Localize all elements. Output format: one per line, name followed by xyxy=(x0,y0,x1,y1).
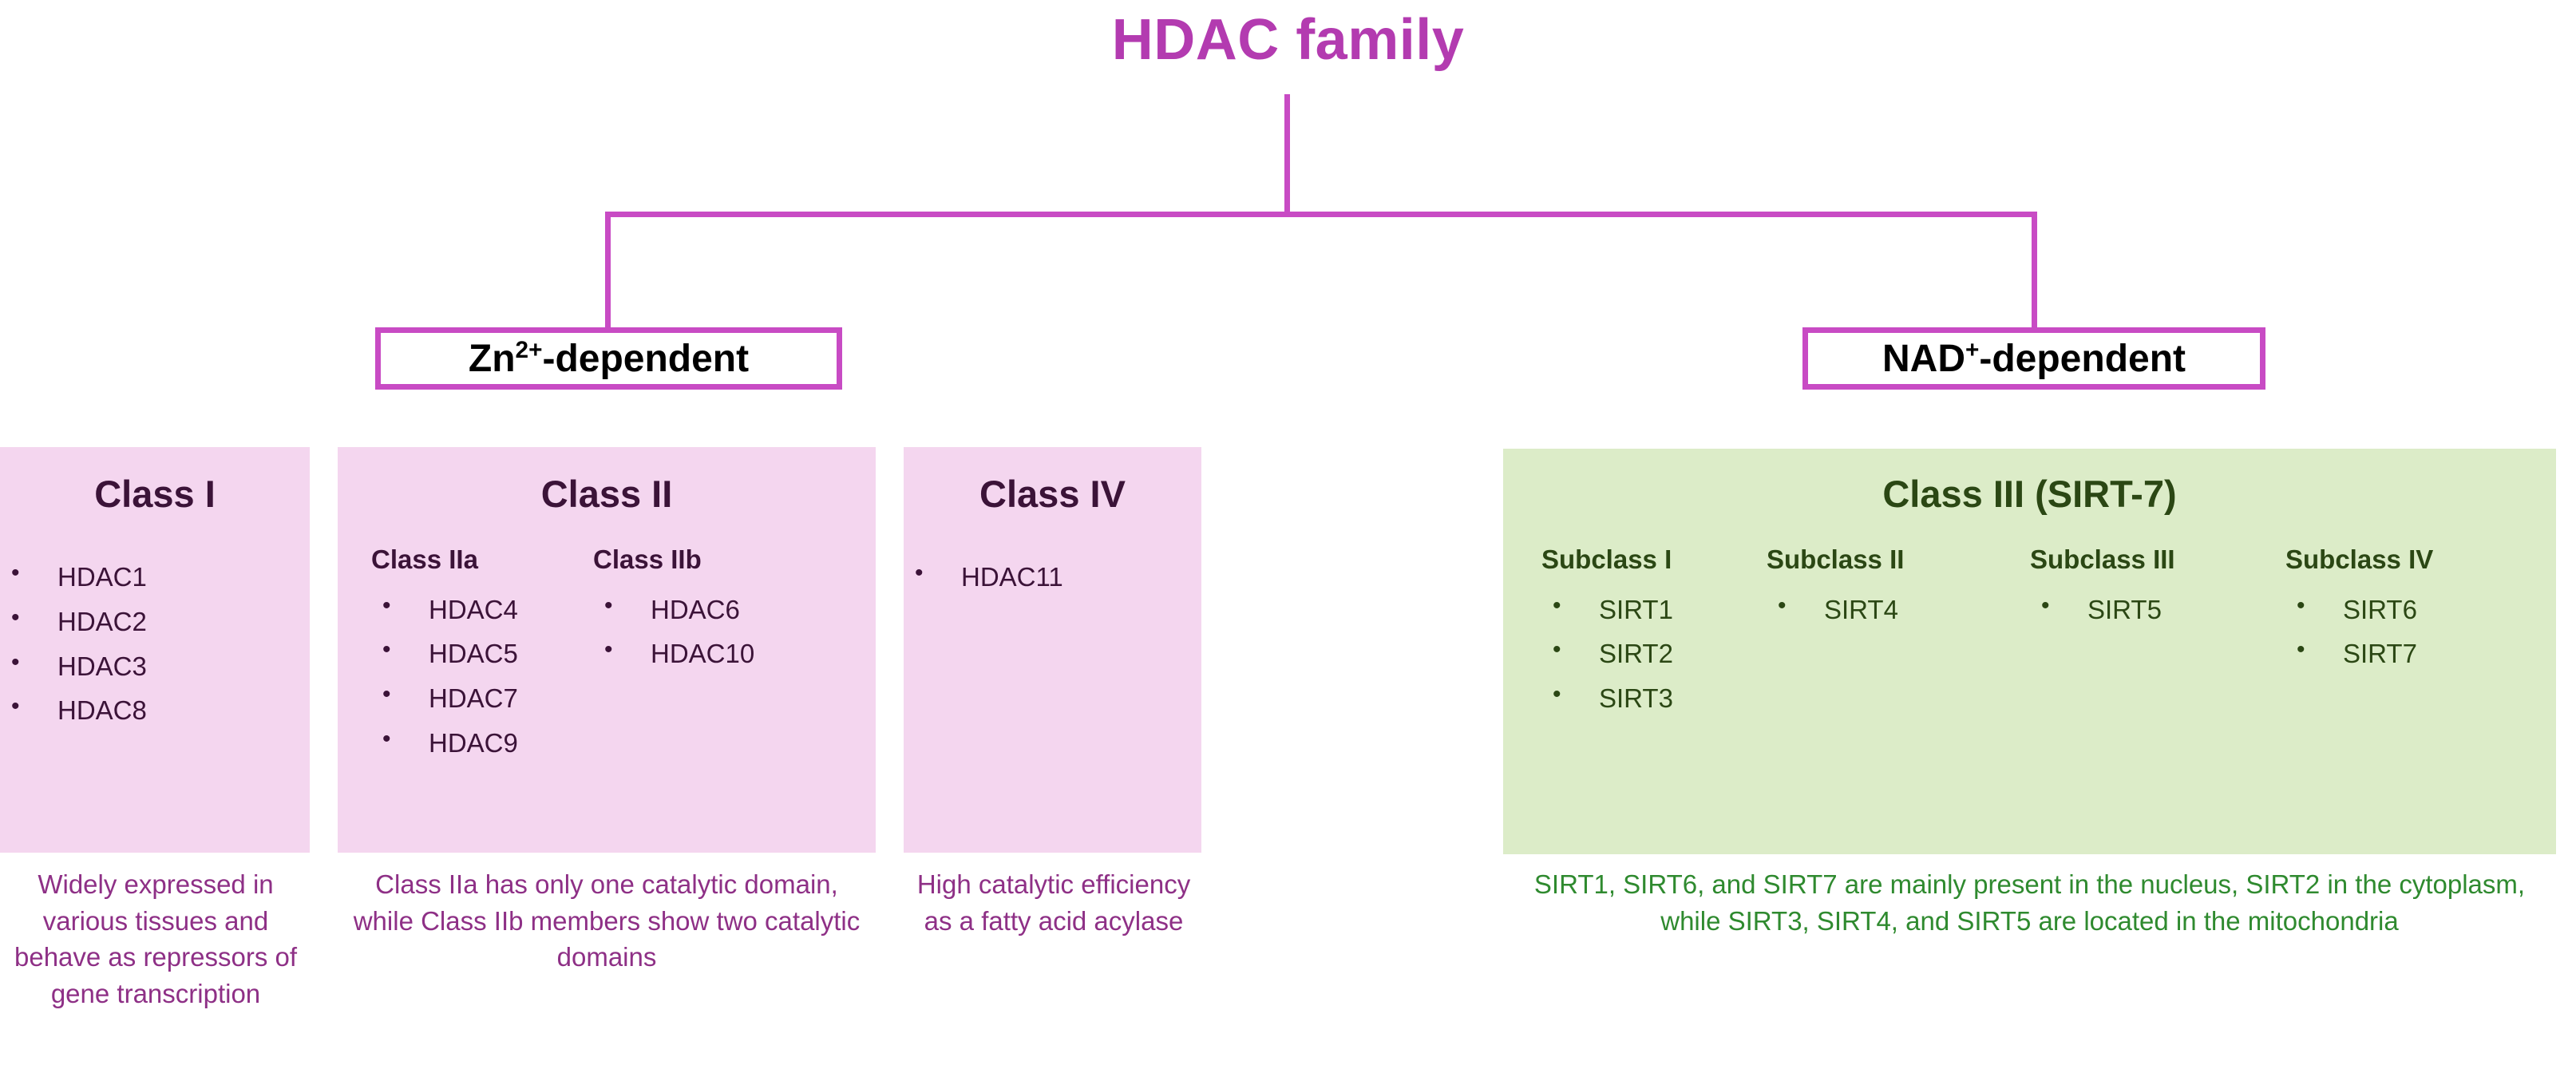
list-item: HDAC2 xyxy=(0,605,310,636)
member-list-class-i: HDAC1 HDAC2 HDAC3 HDAC8 xyxy=(0,560,310,725)
member-list-class-iib: HDAC6 HDAC10 xyxy=(593,593,857,668)
class-title-class-iv: Class IV xyxy=(979,473,1126,515)
subclass-heading-subclass-ii: Subclass II xyxy=(1767,544,1905,575)
class-title-class-i: Class I xyxy=(94,473,216,515)
class-title-class-iii: Class III (SIRT-7) xyxy=(1882,473,2177,515)
class-caption-class-iv: High catalytic efficiency as a fatty aci… xyxy=(916,869,1191,936)
subclass-heading-subclass-i: Subclass I xyxy=(1541,544,1672,575)
subclass-heading-subclass-iii: Subclass III xyxy=(2030,544,2175,575)
list-item: SIRT3 xyxy=(1541,682,1767,713)
branch-label-zn: Zn2+-dependent xyxy=(468,336,750,380)
list-item: HDAC10 xyxy=(593,637,857,668)
list-item: HDAC3 xyxy=(0,650,310,681)
branch-box-nad-dependent[interactable]: NAD+-dependent xyxy=(1802,327,2265,390)
page-title: HDAC family xyxy=(1111,8,1465,72)
list-item: HDAC5 xyxy=(371,637,593,668)
list-item: HDAC1 xyxy=(0,560,310,592)
list-item: HDAC9 xyxy=(371,727,593,758)
class-caption-class-iii: SIRT1, SIRT6, and SIRT7 are mainly prese… xyxy=(1533,869,2526,936)
class-caption-class-ii: Class IIa has only one catalytic domain,… xyxy=(353,869,861,972)
branch-box-zn-dependent[interactable]: Zn2+-dependent xyxy=(375,327,842,390)
connector-horizontal-bar xyxy=(605,212,2037,217)
class-panel-class-ii: Class II Class IIa HDAC4 HDAC5 HDAC7 HDA… xyxy=(338,447,876,853)
list-item: SIRT7 xyxy=(2285,637,2533,668)
connector-root-stem xyxy=(1284,94,1290,214)
member-list-subclass-ii: SIRT4 xyxy=(1767,593,2030,624)
list-item: SIRT4 xyxy=(1767,593,2030,624)
class-panel-class-i: Class I HDAC1 HDAC2 HDAC3 HDAC8 xyxy=(0,447,310,853)
branch-label-nad: NAD+-dependent xyxy=(1882,336,2186,380)
list-item: HDAC7 xyxy=(371,682,593,713)
list-item: HDAC8 xyxy=(0,694,310,725)
connector-drop-right xyxy=(2032,212,2037,333)
subclass-heading-subclass-iv: Subclass IV xyxy=(2285,544,2434,575)
class-panel-class-iv: Class IV HDAC11 xyxy=(904,447,1201,853)
subclass-heading-class-iib: Class IIb xyxy=(593,544,702,575)
list-item: SIRT1 xyxy=(1541,593,1767,624)
list-item: SIRT5 xyxy=(2030,593,2285,624)
list-item: SIRT2 xyxy=(1541,637,1767,668)
subclass-heading-class-iia: Class IIa xyxy=(371,544,478,575)
member-list-subclass-iii: SIRT5 xyxy=(2030,593,2285,624)
list-item: SIRT6 xyxy=(2285,593,2533,624)
member-list-subclass-iv: SIRT6 SIRT7 xyxy=(2285,593,2533,668)
member-list-class-iia: HDAC4 HDAC5 HDAC7 HDAC9 xyxy=(371,593,593,758)
list-item: HDAC6 xyxy=(593,593,857,624)
class-title-class-ii: Class II xyxy=(540,473,673,515)
connector-drop-left xyxy=(605,212,611,333)
list-item: HDAC11 xyxy=(904,560,1201,592)
class-caption-class-i: Widely expressed in various tissues and … xyxy=(14,869,298,1008)
list-item: HDAC4 xyxy=(371,593,593,624)
member-list-subclass-i: SIRT1 SIRT2 SIRT3 xyxy=(1541,593,1767,713)
member-list-class-iv: HDAC11 xyxy=(904,560,1201,592)
class-panel-class-iii: Class III (SIRT-7) Subclass I SIRT1 SIRT… xyxy=(1503,449,2556,854)
